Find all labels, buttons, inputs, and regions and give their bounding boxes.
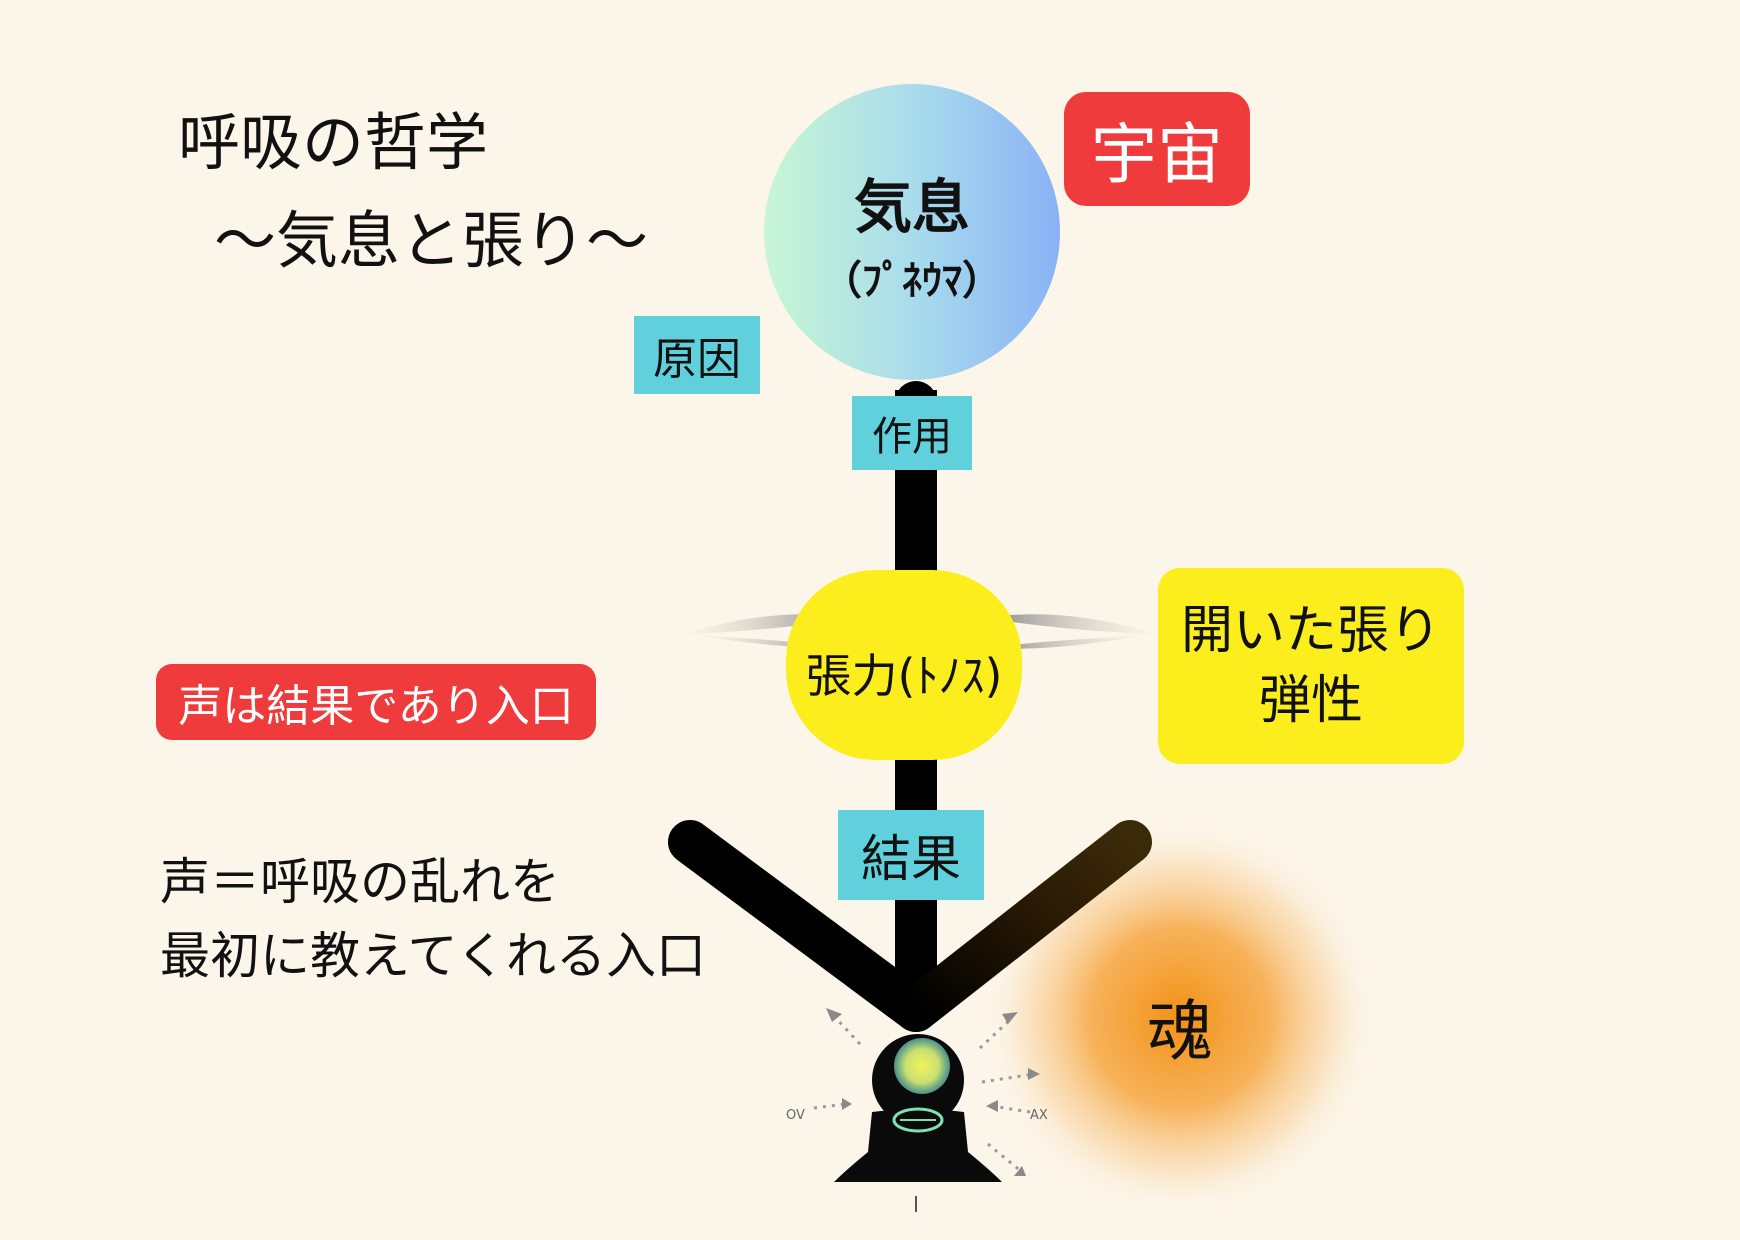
result-tag: 結果 [838, 810, 984, 900]
left-arm [668, 820, 938, 1032]
flow-arrowheads [826, 1008, 1040, 1176]
body-text-line-1: 声＝呼吸の乱れを [160, 853, 560, 911]
voice-entrance-tag: 声は結果であり入口 [156, 664, 596, 740]
open-tension-line-1: 開いた張り [1180, 601, 1441, 661]
figure-label-left: OV [786, 1108, 805, 1123]
title-line-2: 〜気息と張り〜 [214, 204, 649, 277]
tension-node [786, 570, 1022, 760]
right-wing [985, 614, 1150, 634]
pneuma-label: 気息 [853, 173, 970, 241]
figure-neck [888, 1108, 948, 1148]
tension-label: 張力(ﾄﾉｽ) [805, 649, 1003, 703]
title-line-1: 呼吸の哲学 [178, 106, 489, 179]
cause-tag: 原因 [634, 316, 760, 394]
flow-arrows [813, 1012, 1035, 1174]
figure-mouth-ring [892, 1107, 944, 1133]
open-tension-line-2: 弾性 [1258, 671, 1363, 731]
figure-glow [894, 1038, 950, 1094]
open-tension-note: 開いた張り 弾性 [1158, 568, 1464, 764]
right-arm [894, 820, 1152, 1032]
figure-label-right: AX [1030, 1108, 1048, 1123]
body-text-line-2: 最初に教えてくれる入口 [160, 927, 706, 985]
action-tag: 作用 [852, 396, 972, 470]
right-wing-2 [985, 636, 1140, 649]
pneuma-orb [764, 84, 1060, 380]
universe-tag: 宇宙 [1064, 92, 1250, 206]
soul-label: 魂 [1147, 993, 1213, 1070]
soul-glow [980, 818, 1380, 1218]
breathing-figure [834, 1034, 1002, 1212]
pneuma-sub-label: （ﾌﾟﾈｳﾏ） [822, 258, 1002, 304]
